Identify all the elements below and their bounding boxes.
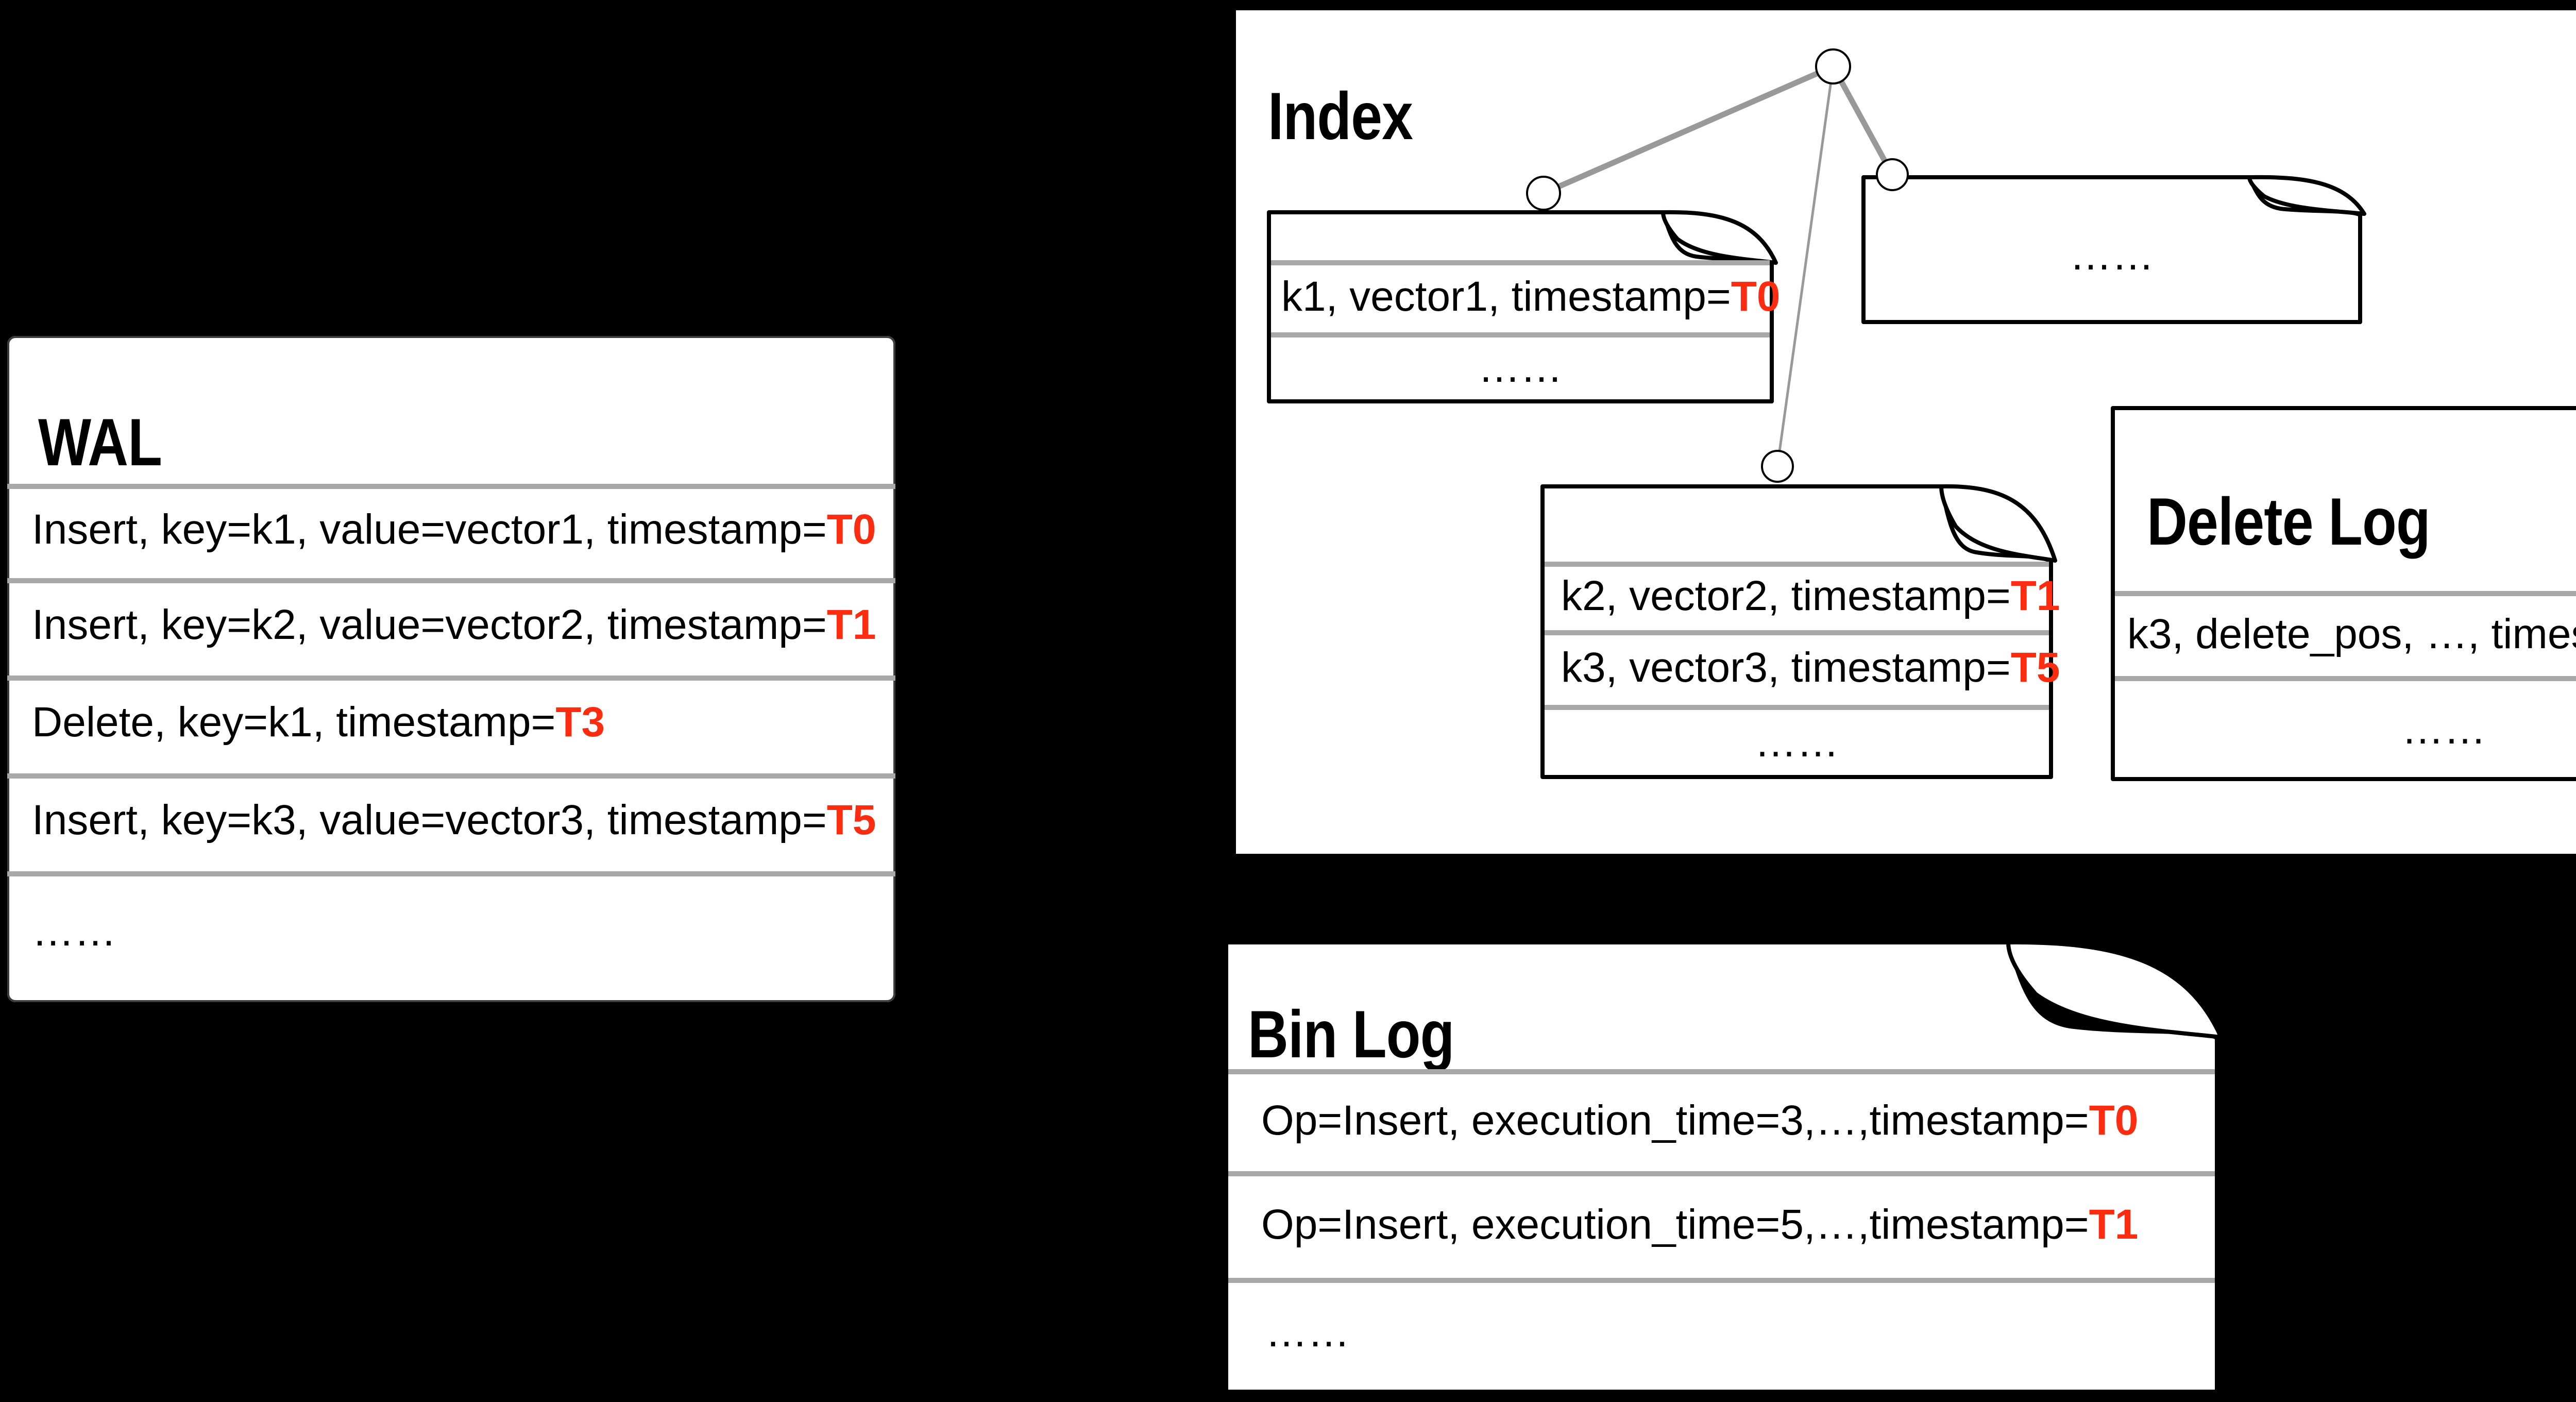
- wal-row: Insert, key=k1, value=vector1, timestamp…: [32, 505, 876, 553]
- index-segment-3: k2, vector2, timestamp=T1 k3, vector3, t…: [1540, 484, 2060, 779]
- segment-separator: [1271, 332, 1770, 337]
- tree-edge: [1776, 66, 1835, 467]
- delete-log-doc: Delete Log k3, delete_pos, …, timestamp=…: [2111, 406, 2576, 781]
- index-segment-1: k1, vector1, timestamp=T0 ……: [1267, 210, 1780, 403]
- index-tree-edges: [1542, 63, 1895, 467]
- wal-row-text: Insert, key=k3, value=vector3, timestamp…: [32, 796, 827, 843]
- wal-row: Insert, key=k2, value=vector2, timestamp…: [32, 601, 876, 648]
- wal-row-timestamp: T5: [826, 796, 876, 843]
- segment-ellipsis: ……: [1478, 344, 1563, 391]
- tree-node-right: [1876, 158, 1909, 191]
- wal-title: WAL: [38, 404, 162, 480]
- segment-ellipsis: ……: [1754, 718, 1839, 766]
- segment-separator: [2115, 591, 2576, 596]
- bin-log-row: Op=Insert, execution_time=3,…,timestamp=…: [1261, 1096, 2139, 1144]
- bin-log-title: Bin Log: [1248, 996, 1454, 1072]
- segment-separator: [1228, 1069, 2215, 1074]
- wal-separator: [7, 578, 895, 583]
- wal-panel: WAL Insert, key=k1, value=vector1, times…: [7, 336, 895, 1002]
- delete-log-row-text: k3, delete_pos, …, timestamp=: [2127, 610, 2576, 657]
- segment-row-timestamp: T0: [1731, 273, 1781, 320]
- segment-separator: [1271, 260, 1770, 265]
- segment-row-text: k1, vector1, timestamp=: [1281, 273, 1731, 320]
- bin-log-row: Op=Insert, execution_time=5,…,timestamp=…: [1261, 1201, 2139, 1248]
- wal-row-text: Delete, key=k1, timestamp=: [32, 698, 556, 746]
- segment-row-timestamp: T1: [2010, 572, 2060, 619]
- tree-node-middle: [1761, 450, 1794, 483]
- delete-log-row: k3, delete_pos, …, timestamp=T3: [2127, 613, 2576, 655]
- wal-row-text: Insert, key=k2, value=vector2, timestamp…: [32, 601, 827, 648]
- folded-document-shape: [1861, 175, 2366, 324]
- wal-separator: [7, 871, 895, 876]
- segment-separator: [1228, 1278, 2215, 1283]
- tree-node-root: [1815, 48, 1851, 85]
- wal-separator: [7, 675, 895, 681]
- wal-row-timestamp: T0: [826, 505, 876, 553]
- wal-row: Delete, key=k1, timestamp=T3: [32, 701, 605, 744]
- wal-row-text: Insert, key=k1, value=vector1, timestamp…: [32, 505, 827, 553]
- folded-corner-icon: [2006, 940, 2223, 1039]
- delete-log-ellipsis: ……: [2401, 705, 2486, 753]
- wal-separator: [7, 484, 895, 489]
- segment-row: k2, vector2, timestamp=T1: [1561, 575, 2060, 617]
- segment-row-text: k3, vector3, timestamp=: [1561, 644, 2011, 691]
- wal-separator: [7, 773, 895, 779]
- wal-row-timestamp: T3: [555, 698, 605, 746]
- tree-edge: [1831, 65, 1895, 176]
- segment-separator: [1545, 630, 2049, 635]
- segment-separator: [1545, 562, 2049, 567]
- segment-ellipsis: ……: [2070, 231, 2154, 279]
- segment-separator: [1545, 705, 2049, 710]
- folded-corner-icon: [1939, 484, 2057, 563]
- tree-node-left: [1526, 176, 1561, 211]
- index-segment-2: ……: [1861, 175, 2366, 324]
- wal-row-timestamp: T1: [826, 601, 876, 648]
- segment-separator: [2115, 676, 2576, 681]
- bin-log-row-timestamp: T1: [2089, 1201, 2139, 1248]
- segment-separator: [1228, 1171, 2215, 1176]
- bin-log-doc: Bin Log Op=Insert, execution_time=3,…,ti…: [1224, 940, 2223, 1394]
- segment-row: k1, vector1, timestamp=T0: [1281, 273, 1781, 320]
- wal-row-ellipsis: ……: [32, 907, 116, 955]
- bin-log-row-timestamp: T0: [2089, 1096, 2139, 1144]
- index-title: Index: [1268, 78, 1413, 154]
- wal-row: Insert, key=k3, value=vector3, timestamp…: [32, 799, 876, 841]
- segment-row: k3, vector3, timestamp=T5: [1561, 644, 2060, 691]
- index-panel: Index k1, vector1, timestamp=T0 …… ……: [1232, 6, 2576, 858]
- bin-log-ellipsis: ……: [1265, 1308, 1350, 1356]
- segment-row-timestamp: T5: [2010, 644, 2060, 691]
- bin-log-row-text: Op=Insert, execution_time=3,…,timestamp=: [1261, 1096, 2089, 1144]
- tree-edge: [1542, 63, 1835, 196]
- folded-corner-icon: [2247, 175, 2366, 216]
- bin-log-row-text: Op=Insert, execution_time=5,…,timestamp=: [1261, 1201, 2089, 1248]
- segment-row-text: k2, vector2, timestamp=: [1561, 572, 2011, 619]
- delete-log-title: Delete Log: [2147, 483, 2431, 559]
